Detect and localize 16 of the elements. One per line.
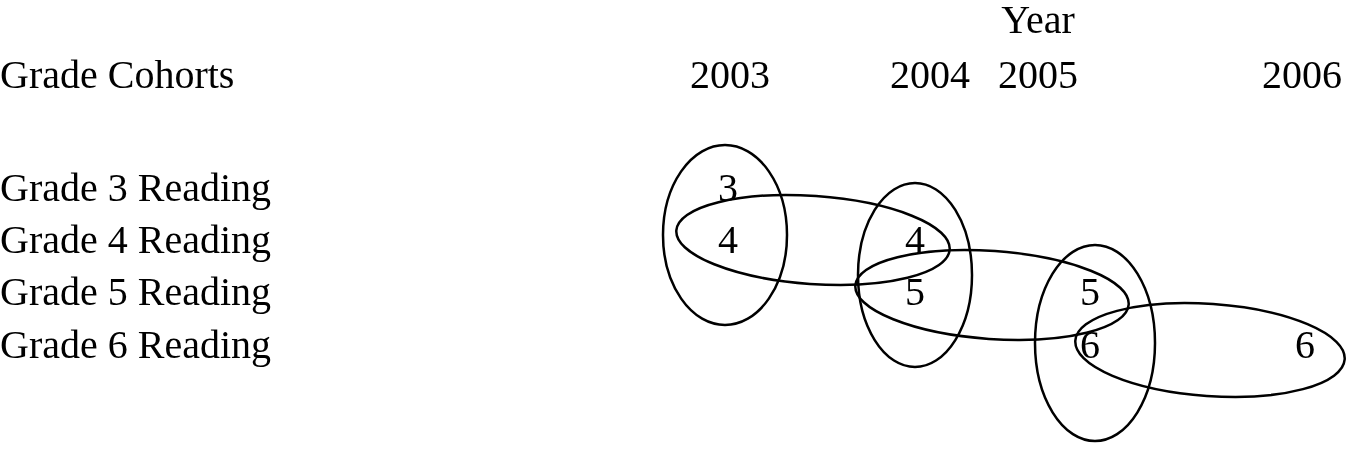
row-header: Grade 3 Reading <box>0 168 271 208</box>
column-header: 2004 <box>890 55 970 95</box>
column-header: 2005 <box>998 55 1078 95</box>
grade-number: 5 <box>1080 272 1100 312</box>
row-header: Grade 5 Reading <box>0 272 271 312</box>
axis-title: Grade Cohorts <box>0 55 235 95</box>
row-header: Grade 4 Reading <box>0 220 271 260</box>
grade-number: 6 <box>1295 325 1315 365</box>
column-header: 2003 <box>690 55 770 95</box>
grade-number: 5 <box>905 272 925 312</box>
grade-number: 4 <box>718 220 738 260</box>
column-header: 2006 <box>1262 55 1342 95</box>
grade-number: 6 <box>1080 325 1100 365</box>
grade-number: 4 <box>905 220 925 260</box>
row-header: Grade 6 Reading <box>0 325 271 365</box>
axis-title: Year <box>1001 0 1075 40</box>
